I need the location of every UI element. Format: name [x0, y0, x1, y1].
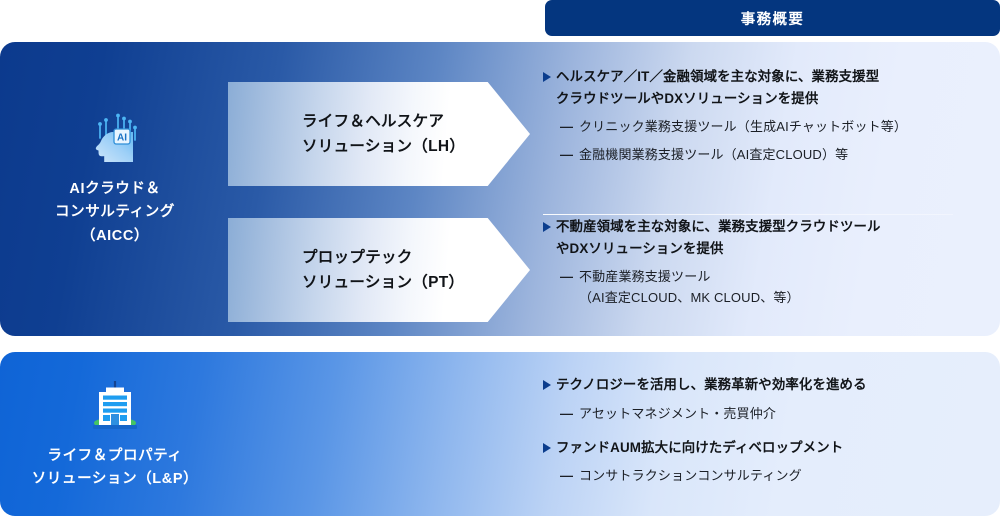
segment-identity-aicc: AI AIクラウド＆ コンサルティング （AICC） — [0, 108, 230, 248]
section-divider — [543, 214, 953, 215]
sub-point: ― クリニック業務支援ツール（生成AIチャットボット等） — [543, 116, 995, 137]
dash-bullet-icon: ― — [560, 119, 573, 135]
segment-label-lp: ライフ＆プロパティ ソリューション（L&P） — [31, 448, 199, 488]
bullet-text: テクノロジーを活用し、業務革新や効率化を進める — [556, 377, 867, 392]
segment-identity-lp: ライフ＆プロパティ ソリューション（L&P） — [0, 375, 230, 492]
building-icon — [0, 375, 230, 433]
content-pt: 不動産領域を主な対象に、業務支援型クラウドツール やDXソリューションを提供 ―… — [543, 216, 995, 313]
dash-bullet-icon: ― — [560, 147, 573, 163]
sub-text: アセットマネジメント・売買仲介 — [579, 405, 776, 421]
sub-point: ― 金融機関業務支援ツール（AI査定CLOUD）等 — [543, 144, 995, 165]
triangle-bullet-icon — [543, 442, 551, 453]
header-bar: 事務概要 — [545, 0, 1000, 36]
triangle-bullet-icon — [543, 380, 551, 390]
arrow-pt[interactable]: プロップテック ソリューション（PT） — [228, 218, 530, 322]
bullet-text: ヘルスケア／IT／金融領域を主な対象に、業務支援型 クラウドツールやDXソリュー… — [556, 69, 880, 106]
ai-head-icon: AI — [0, 108, 230, 166]
sub-text: 金融機関業務支援ツール（AI査定CLOUD）等 — [579, 147, 849, 163]
bullet-text: 不動産領域を主な対象に、業務支援型クラウドツール やDXソリューションを提供 — [556, 219, 881, 256]
bullet-point: テクノロジーを活用し、業務革新や効率化を進める — [543, 374, 995, 396]
segment-label-aicc: AIクラウド＆ コンサルティング （AICC） — [55, 181, 175, 244]
bullet-text: ファンドAUM拡大に向けたディベロップメント — [556, 439, 844, 455]
sub-text: 不動産業務支援ツール （AI査定CLOUD、MK CLOUD、等） — [579, 269, 800, 306]
triangle-bullet-icon — [543, 222, 551, 232]
sub-point: ― 不動産業務支援ツール （AI査定CLOUD、MK CLOUD、等） — [543, 266, 995, 308]
bullet-point: ファンドAUM拡大に向けたディベロップメント — [543, 437, 995, 459]
sub-point: ― コンサトラクションコンサルティング — [543, 465, 995, 486]
arrow-label-pt: プロップテック ソリューション（PT） — [302, 248, 465, 291]
dash-bullet-icon: ― — [560, 269, 573, 285]
svg-text:AI: AI — [117, 132, 127, 143]
arrow-label-lh: ライフ＆ヘルスケア ソリューション（LH） — [302, 112, 466, 155]
spacer — [543, 428, 995, 437]
sub-text: クリニック業務支援ツール（生成AIチャットボット等） — [579, 119, 908, 135]
bullet-point: 不動産領域を主な対象に、業務支援型クラウドツール やDXソリューションを提供 — [543, 216, 995, 259]
sub-point: ― アセットマネジメント・売買仲介 — [543, 403, 995, 424]
triangle-bullet-icon — [543, 72, 551, 82]
panel-lp — [0, 352, 1000, 516]
dash-bullet-icon: ― — [560, 405, 573, 421]
arrow-lh[interactable]: ライフ＆ヘルスケア ソリューション（LH） — [228, 82, 530, 186]
content-lh: ヘルスケア／IT／金融領域を主な対象に、業務支援型 クラウドツールやDXソリュー… — [543, 66, 995, 170]
page-title: 事務概要 — [740, 11, 805, 28]
bullet-point: ヘルスケア／IT／金融領域を主な対象に、業務支援型 クラウドツールやDXソリュー… — [543, 66, 995, 109]
sub-text: コンサトラクションコンサルティング — [579, 468, 802, 484]
content-lp: テクノロジーを活用し、業務革新や効率化を進める ― アセットマネジメント・売買仲… — [543, 374, 995, 491]
dash-bullet-icon: ― — [560, 468, 573, 484]
